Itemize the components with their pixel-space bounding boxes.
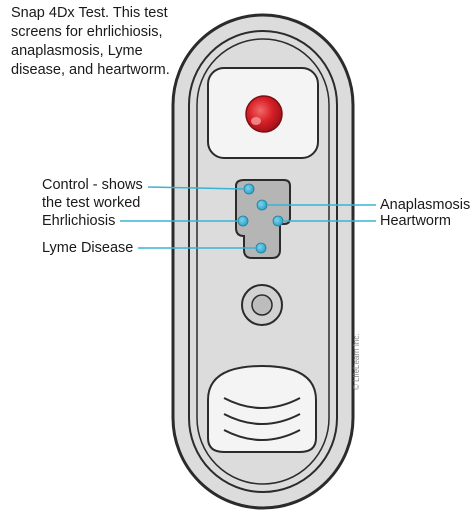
round-activator-button-icon	[241, 284, 283, 326]
device-inner-rim	[188, 30, 338, 493]
control-label-line-2: the test worked	[42, 195, 141, 211]
control-spot	[243, 183, 255, 195]
copyright-credit: © LifeLearn Inc.	[352, 333, 361, 390]
sample-window	[207, 67, 319, 159]
caption-line-1: Snap 4Dx Test. This test	[11, 5, 168, 21]
caption-line-3: anaplasmosis, Lyme	[11, 43, 143, 59]
control-label: Control - shows the test worked	[42, 176, 143, 212]
activator-inner	[251, 294, 273, 316]
control-leader-line	[147, 186, 245, 190]
ehrlichiosis-label: Ehrlichiosis	[42, 213, 116, 229]
lyme-spot	[255, 242, 267, 254]
grip-ridge-1	[223, 397, 301, 409]
caption-line-4: disease, and heartworm.	[11, 62, 170, 78]
control-label-line-1: Control - shows	[42, 177, 143, 193]
heartworm-spot	[272, 215, 284, 227]
grip-ridge-3	[223, 429, 301, 441]
anaplasmosis-spot	[256, 199, 268, 211]
lyme-disease-label: Lyme Disease	[42, 240, 134, 256]
sample-well-highlight	[251, 117, 261, 125]
caption: Snap 4Dx Test. This test screens for ehr…	[11, 4, 211, 80]
grip-ridge-2	[223, 413, 301, 425]
ehrlichiosis-spot	[237, 215, 249, 227]
heartworm-label: Heartworm	[380, 213, 451, 229]
anaplasmosis-label: Anaplasmosis	[380, 197, 471, 213]
leader-lines	[120, 186, 376, 249]
red-sample-well-icon	[245, 95, 283, 133]
result-window	[235, 179, 291, 259]
device-inner-rim-2	[196, 38, 330, 485]
ridged-grip-icon	[207, 364, 317, 453]
result-window-shape	[235, 179, 291, 259]
caption-line-2: screens for ehrlichiosis,	[11, 24, 163, 40]
